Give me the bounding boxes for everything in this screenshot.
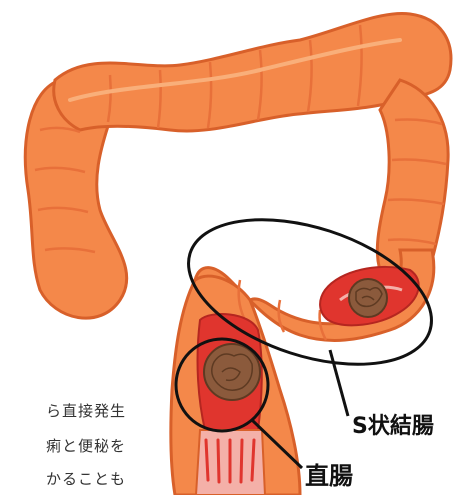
sigmoid-tumor: [349, 279, 387, 317]
sigmoid-colon-label: S状結腸: [352, 408, 434, 440]
side-text-line-1: ら直接発生: [0, 400, 126, 421]
side-text-line-2: 痢と便秘を: [0, 435, 126, 456]
rectum-label: 直腸: [305, 456, 353, 491]
side-text-line-3: かることも: [0, 468, 126, 489]
rectum-tumor: [204, 344, 260, 400]
sigmoid-leader-line: [330, 350, 348, 416]
